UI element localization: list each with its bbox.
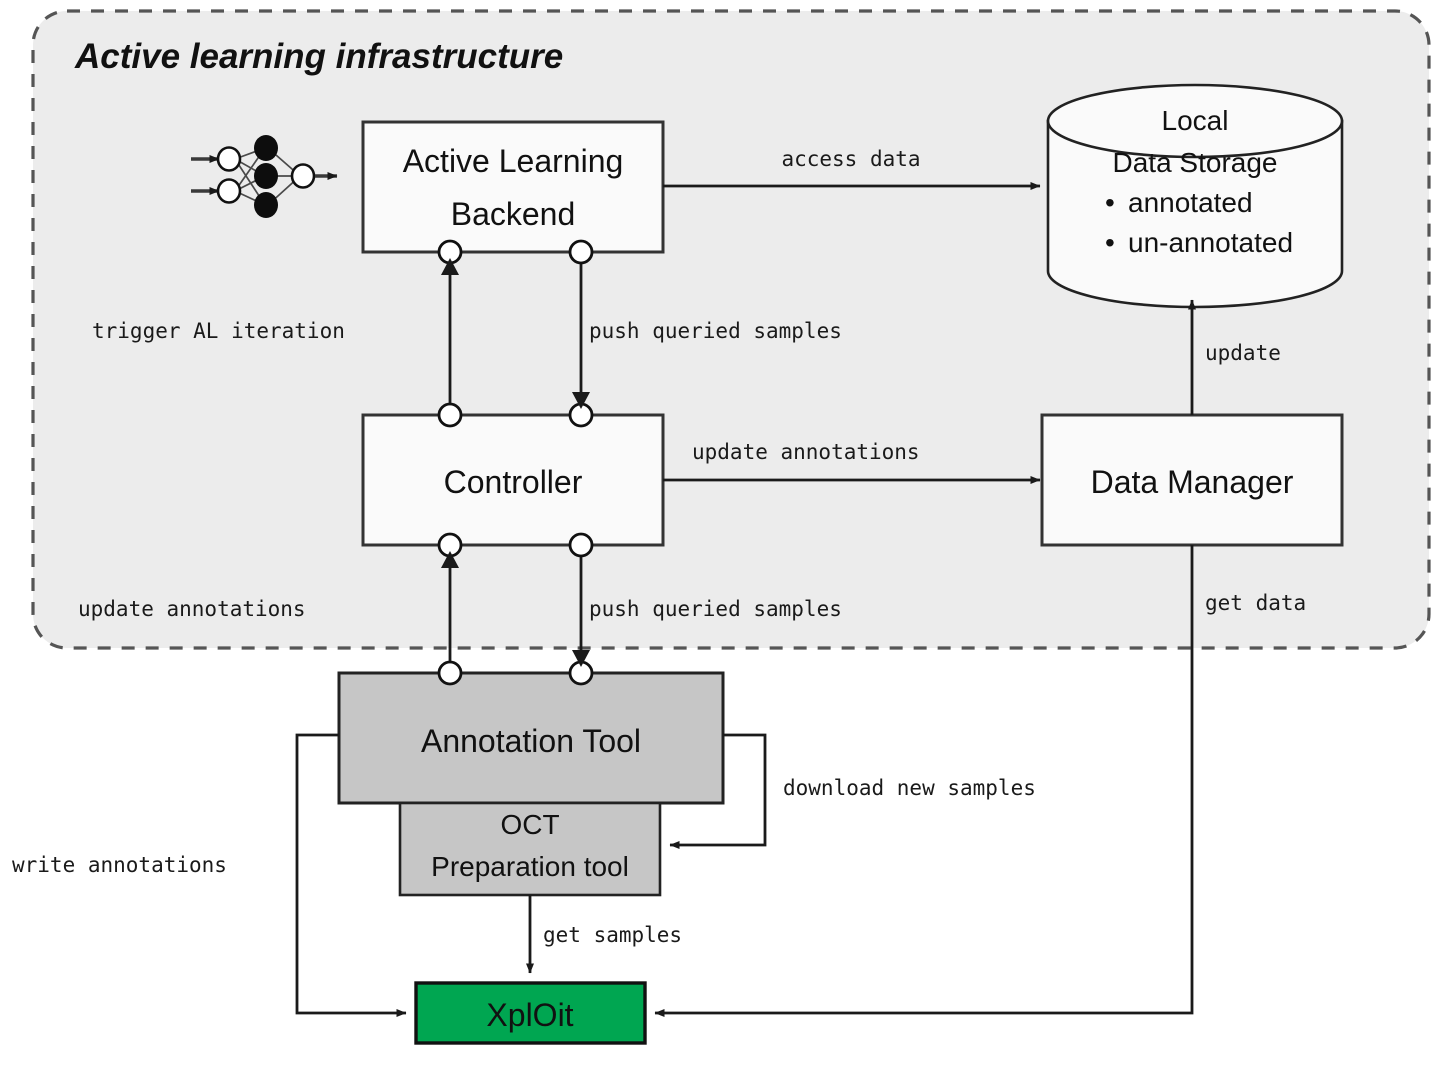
oct-tool-line2: Preparation tool <box>431 851 629 882</box>
node-xploit[interactable]: XplOit <box>414 981 647 1045</box>
edge-label-write-annotations: write annotations <box>12 853 227 877</box>
local-storage-bullet-1-label: annotated <box>1128 187 1253 218</box>
xploit-label: XplOit <box>486 997 573 1033</box>
controller-label: Controller <box>444 464 583 500</box>
node-local-data-storage[interactable]: Local Data Storage • annotated • un-anno… <box>1046 83 1344 309</box>
neural-network-icon <box>191 135 338 218</box>
edge-push-queried-samples-top: push queried samples <box>577 252 842 406</box>
local-storage-bullet-2: • <box>1105 227 1115 258</box>
edge-download-new-samples: download new samples <box>669 733 1036 849</box>
node-annotation-tool[interactable]: Annotation Tool <box>337 671 725 805</box>
local-storage-line1: Local <box>1162 105 1229 136</box>
al-backend-label-line1: Active Learning <box>403 143 624 179</box>
annotation-tool-label: Annotation Tool <box>421 723 641 759</box>
edge-label-access-data: access data <box>781 147 920 171</box>
al-backend-label-line2: Backend <box>451 196 576 232</box>
edge-update-annotations-left: update annotations <box>78 554 454 673</box>
local-storage-bullet-1: • <box>1105 187 1115 218</box>
port-controller-top-left <box>437 402 463 428</box>
edge-trigger-al-iteration: trigger AL iteration <box>92 261 454 415</box>
port-al-backend-right <box>568 239 594 265</box>
edge-write-annotations: write annotations <box>12 733 407 1017</box>
edge-label-push-queried-samples-top: push queried samples <box>589 319 842 343</box>
oct-tool-line1: OCT <box>500 809 559 840</box>
port-controller-bottom-right <box>568 532 594 558</box>
edge-get-data: get data <box>654 545 1306 1017</box>
port-arrowheads <box>441 258 590 667</box>
edge-update-annotations-right: update annotations <box>663 440 1041 484</box>
edge-label-get-data: get data <box>1205 591 1306 615</box>
edge-update: update <box>1188 299 1281 415</box>
edge-push-queried-samples-bottom: push queried samples <box>577 545 842 664</box>
edge-label-get-samples: get samples <box>543 923 682 947</box>
data-manager-label: Data Manager <box>1091 464 1294 500</box>
edge-access-data: access data <box>663 147 1041 190</box>
edge-label-push-queried-samples-bottom: push queried samples <box>589 597 842 621</box>
node-active-learning-backend[interactable]: Active Learning Backend <box>361 120 665 254</box>
group-title: Active learning infrastructure <box>74 37 563 76</box>
edge-label-download-new-samples: download new samples <box>783 776 1036 800</box>
port-annotation-tool-left <box>437 660 463 686</box>
node-controller[interactable]: Controller <box>361 413 665 547</box>
edge-label-update-annotations-left: update annotations <box>78 597 306 621</box>
local-storage-line2: Data Storage <box>1113 147 1278 178</box>
edge-get-samples: get samples <box>526 895 682 974</box>
local-storage-bullet-2-label: un-annotated <box>1128 227 1293 258</box>
port-circles <box>437 239 594 686</box>
edge-label-update: update <box>1205 341 1281 365</box>
node-data-manager[interactable]: Data Manager <box>1040 413 1344 547</box>
edge-label-update-annotations-right: update annotations <box>692 440 920 464</box>
edge-label-trigger-al-iteration: trigger AL iteration <box>92 319 345 343</box>
node-oct-preparation-tool[interactable]: OCT Preparation tool <box>398 801 662 897</box>
